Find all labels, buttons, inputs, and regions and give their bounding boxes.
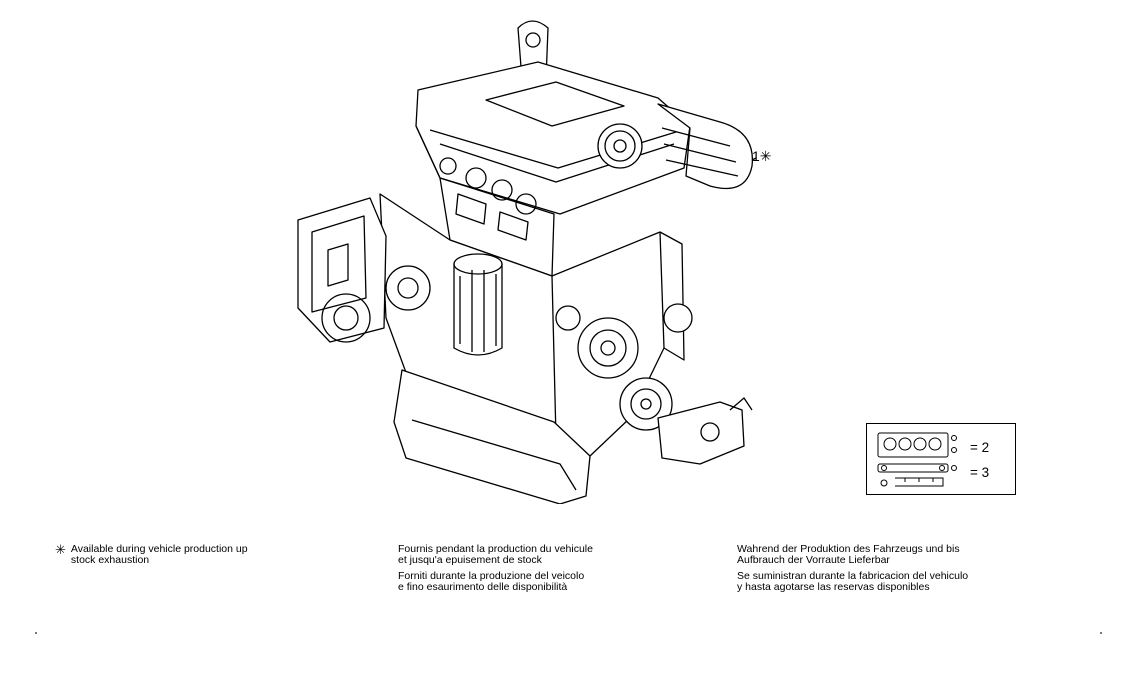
note-english-text: Available during vehicle production up s… [70, 543, 248, 566]
port [515, 193, 537, 215]
oil-sump [393, 369, 591, 504]
note-french-text: Fournis pendant la production du vehicul… [398, 543, 593, 566]
legend-icons [877, 432, 957, 487]
flywheel-housing [297, 197, 387, 343]
tensioner-pulley [555, 305, 581, 331]
callout-symbol: ✳ [759, 148, 772, 164]
note-french-italian: Fournis pendant la production du vehicul… [398, 544, 593, 598]
legend-row-manifold-gasket: = 3 [970, 465, 990, 480]
manifold-gasket-icon [877, 463, 957, 487]
legend-row-head-gasket: = 2 [970, 440, 990, 455]
note-symbol: ✳ [55, 542, 66, 557]
cylinder-head-gasket-icon [877, 432, 957, 458]
crankshaft-pulley [619, 377, 673, 431]
part-callout: 1✳ [752, 148, 772, 164]
engine-assembly-drawing [297, 20, 757, 504]
gasket-quantity-legend: = 2 = 3 [866, 423, 1016, 495]
alternator-pulley [577, 317, 639, 379]
port [491, 179, 513, 201]
note-english: ✳ Available during vehicle production up… [55, 542, 248, 571]
port [465, 167, 487, 189]
note-spanish-text: Se suministran durante la fabricacion de… [737, 570, 969, 593]
page-mark [1100, 632, 1102, 634]
lifting-eye-hole [525, 32, 541, 48]
callout-number: 1 [752, 148, 760, 164]
note-german-spanish: Wahrend der Produktion des Fahrzeugs und… [737, 544, 968, 598]
starter-motor [385, 265, 431, 311]
note-german-text: Wahrend der Produktion des Fahrzeugs und… [737, 543, 960, 566]
note-italian-text: Forniti durante la produzione del veicol… [398, 570, 585, 593]
intake-manifold [657, 103, 754, 190]
page-mark [35, 632, 37, 634]
rocker-cover-top-panel [485, 81, 625, 127]
port [439, 157, 457, 175]
callout-leader [751, 157, 757, 161]
